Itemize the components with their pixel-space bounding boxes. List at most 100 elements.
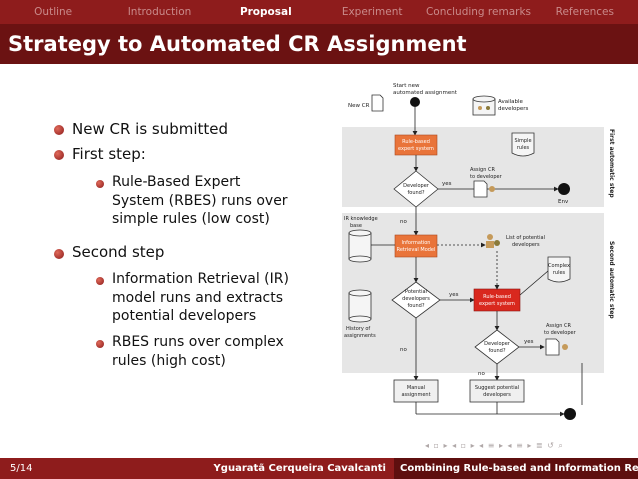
bullet-new-cr: New CR is submitted	[72, 120, 229, 138]
decision-label: developers	[402, 296, 430, 302]
suggest-developers-label: Suggest potential	[475, 385, 519, 391]
sub-bullet-ir: Information Retrieval (IR) model runs an…	[112, 270, 289, 326]
suggest-developers-box	[469, 379, 525, 403]
developer-icon	[562, 344, 568, 350]
simple-rules-label: Simple	[514, 138, 531, 144]
sub-bullet-line: simple rules (low cost)	[112, 211, 270, 227]
decision-label: Potential	[405, 289, 427, 295]
document-icon	[473, 180, 488, 198]
nav-tab-experiment[interactable]: Experiment	[341, 6, 403, 18]
history-label: assignments	[344, 333, 376, 339]
bullet-second-step: Second step	[72, 243, 165, 261]
available-developers-label: Available	[498, 99, 524, 105]
available-developers-db-icon	[472, 95, 496, 116]
sub-bullet-line: RBES runs over complex	[112, 334, 284, 350]
sub-bullet-marker	[96, 277, 104, 285]
slide-title: Strategy to Automated CR Assignment	[8, 32, 467, 56]
available-developers-label: developers	[498, 106, 529, 112]
sub-bullet-line: System (RBES) runs over	[112, 192, 288, 209]
complex-rules-label: Complex	[548, 263, 570, 269]
complex-rules-doc-icon	[547, 256, 571, 283]
flow-arrow	[519, 270, 549, 296]
sub-bullet-line: Rule-Based Expert	[112, 174, 241, 190]
simple-rules-doc-icon	[511, 132, 535, 157]
slide-title-bar: Strategy to Automated CR Assignment	[0, 24, 638, 64]
no-label: no	[478, 371, 485, 377]
sub-bullet-line: Information Retrieval (IR)	[112, 271, 289, 287]
end-node	[558, 183, 570, 195]
decision-label: Developer	[403, 183, 430, 189]
ir-model-label: Retrieval Model	[397, 247, 436, 253]
complex-rules-label: rules	[553, 270, 566, 276]
nav-tab-outline[interactable]: Outline	[34, 6, 73, 18]
assignment-flow-diagram: First automatic step Second automatic st…	[330, 75, 638, 435]
potential-list-label: developers	[512, 242, 540, 248]
decision-label: found?	[489, 348, 506, 354]
rbes-box	[394, 134, 438, 156]
footer-title: Combining Rule-based and Information Ret…	[394, 458, 638, 479]
bullet-first-step: First step:	[72, 145, 146, 163]
start-label: Start new	[393, 83, 420, 89]
rbes-complex-label: Rule-based	[483, 294, 511, 300]
document-icon	[545, 338, 560, 356]
ir-model-box	[394, 234, 438, 258]
developer-icon	[489, 186, 495, 192]
rbes-box-label: expert system	[398, 146, 434, 152]
ir-kb-label: IR knowledge	[344, 216, 378, 222]
rbes-complex-label: expert system	[479, 301, 515, 307]
second-step-label: Second automatic step	[608, 241, 615, 319]
decision-label: found?	[408, 190, 425, 196]
section-navbar: Outline Introduction Proposal Experiment…	[0, 0, 638, 24]
assign-cr-label: to developer	[470, 174, 503, 180]
decision-label: Developer	[484, 341, 511, 347]
page-number: 5/14	[10, 463, 33, 474]
history-of-assignments-db-icon	[348, 289, 372, 323]
flow-diagram-svg: First automatic step Second automatic st…	[342, 83, 615, 420]
manual-assignment-box	[393, 379, 439, 403]
ir-kb-label: base	[350, 223, 362, 229]
bullet-marker	[54, 125, 64, 135]
no-label: no	[400, 347, 407, 353]
beamer-navigation-symbols[interactable]: ◂ ▫ ▸ ◂ ▫ ▸ ◂ ≡ ▸ ◂ ≡ ▸ ≣ ↺ ⌕	[425, 441, 564, 450]
sub-bullet-line: potential developers	[112, 308, 257, 324]
new-cr-label: New CR	[348, 103, 370, 109]
sub-bullet-rbes: Rule-Based Expert System (RBES) runs ove…	[112, 173, 288, 229]
simple-rules-label: rules	[517, 145, 530, 151]
yes-label: yes	[442, 181, 452, 187]
start-label: automated assignment	[393, 90, 458, 96]
decision-label: found?	[408, 303, 425, 309]
end-node	[564, 408, 576, 420]
sub-bullet-line: model runs and extracts	[112, 289, 284, 306]
rbes-complex-box	[473, 288, 521, 312]
slide-footer: 5/14 Yguaratã Cerqueira Cavalcanti Combi…	[0, 458, 638, 479]
nav-tab-introduction[interactable]: Introduction	[127, 6, 192, 18]
nav-tab-proposal[interactable]: Proposal	[239, 6, 292, 18]
no-label: no	[400, 219, 407, 225]
assign-cr-label: Assign CR	[470, 167, 495, 173]
potential-developers-icon	[486, 234, 500, 248]
bullet-marker	[54, 150, 64, 160]
manual-assignment-label: Manual	[407, 385, 425, 391]
document-icon	[371, 94, 384, 112]
potential-list-label: List of potential	[506, 235, 545, 241]
sub-bullet-marker	[96, 340, 104, 348]
second-step-panel	[342, 213, 604, 373]
start-node	[410, 97, 420, 107]
env-label: Env	[558, 199, 569, 205]
ir-knowledge-base-db-icon	[348, 229, 372, 263]
manual-assignment-label: assignment	[401, 392, 430, 398]
bullet-marker	[54, 249, 64, 259]
sub-bullet-line: rules (high cost)	[112, 352, 226, 369]
yes-label: yes	[524, 339, 534, 345]
nav-tab-references[interactable]: References	[555, 6, 614, 18]
sub-bullet-rbes-complex: RBES runs over complex rules (high cost)	[112, 333, 284, 370]
ir-model-label: Information	[402, 240, 431, 246]
nav-tab-concluding-remarks[interactable]: Concluding remarks	[425, 6, 532, 18]
rbes-box-label: Rule-based	[402, 139, 430, 145]
yes-label: yes	[449, 292, 459, 298]
history-label: History of	[346, 326, 370, 332]
footer-author: Yguaratã Cerqueira Cavalcanti	[213, 463, 386, 474]
sub-bullet-marker	[96, 180, 104, 188]
assign-cr-label: Assign CR	[546, 323, 571, 329]
first-step-label: First automatic step	[608, 129, 615, 198]
